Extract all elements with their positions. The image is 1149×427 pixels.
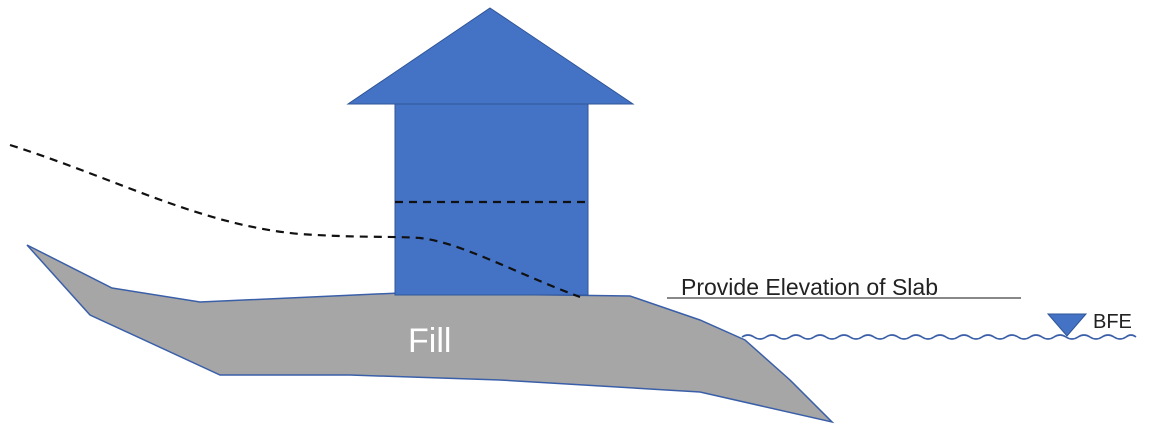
- existing-grade-dashed-line: [9, 143, 581, 299]
- house-roof: [346, 7, 635, 105]
- fill-mound: [26, 244, 835, 424]
- slab-elevation-label: Provide Elevation of Slab: [681, 274, 938, 300]
- house-body: [394, 103, 589, 296]
- bfe-triangle-icon: [1046, 313, 1088, 337]
- bfe-label: BFE: [1093, 311, 1132, 333]
- fill-label: Fill: [408, 322, 451, 360]
- water-surface-line: [741, 334, 1137, 340]
